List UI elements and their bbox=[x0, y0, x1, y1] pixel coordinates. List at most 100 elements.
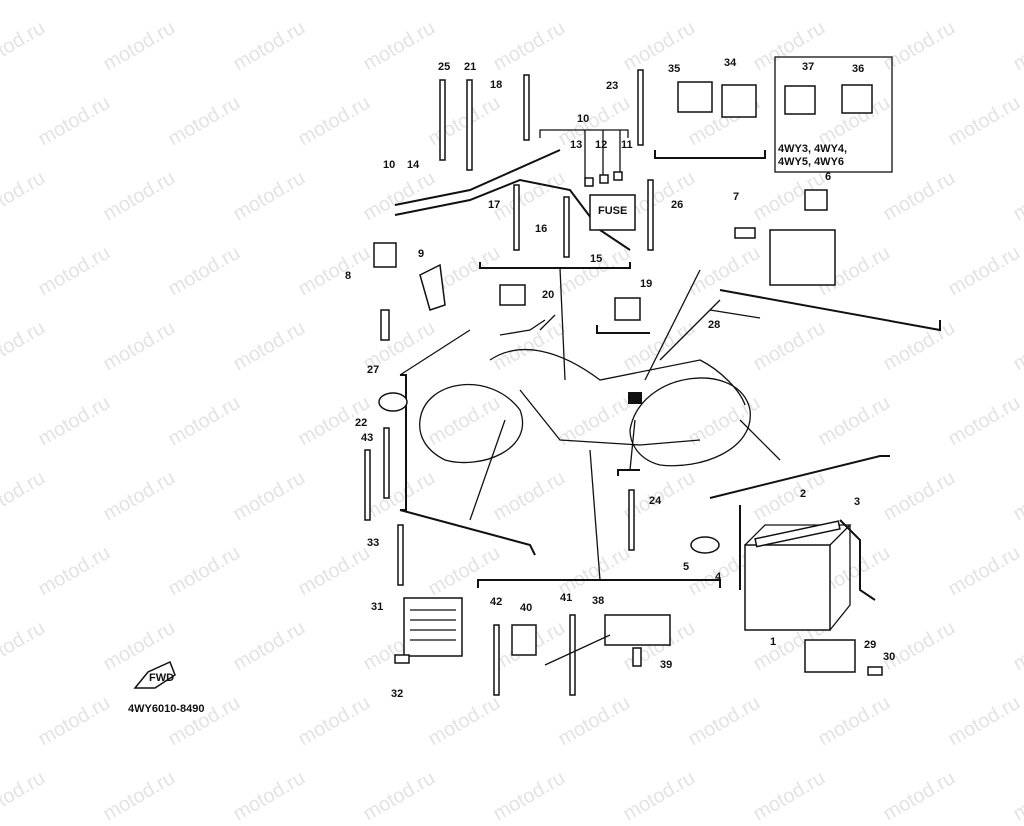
svg-text:8: 8 bbox=[345, 270, 351, 282]
watermark-text: motod.ru bbox=[359, 766, 440, 826]
clamp-20 bbox=[499, 284, 526, 306]
svg-text:10: 10 bbox=[383, 159, 395, 171]
fuse-11 bbox=[613, 171, 623, 181]
watermark-text: motod.ru bbox=[0, 766, 50, 826]
svg-text:40: 40 bbox=[520, 602, 532, 614]
cable-tie-24 bbox=[628, 489, 635, 551]
clamp-40 bbox=[511, 624, 537, 656]
svg-text:27: 27 bbox=[367, 364, 379, 376]
rectifier-regulator-31 bbox=[403, 597, 463, 657]
svg-text:32: 32 bbox=[391, 688, 403, 700]
watermark-text: motod.ru bbox=[1009, 766, 1024, 826]
svg-text:6: 6 bbox=[825, 171, 831, 183]
cable-tie-18 bbox=[523, 74, 530, 141]
front-arrow-icon: FWD bbox=[133, 660, 176, 689]
bolt-30 bbox=[867, 666, 883, 676]
svg-text:36: 36 bbox=[852, 63, 864, 75]
bolt-39 bbox=[632, 647, 642, 667]
svg-text:31: 31 bbox=[371, 601, 383, 613]
svg-text:11: 11 bbox=[621, 139, 633, 151]
watermark-text: motod.ru bbox=[879, 766, 960, 826]
callout-labels: 1 2 3 4 5 6 7 8 9 10 10 11 12 13 14 15 1… bbox=[345, 57, 895, 700]
cable-tie-21 bbox=[466, 79, 473, 171]
svg-text:19: 19 bbox=[640, 278, 652, 290]
cable-tie-23 bbox=[637, 69, 644, 146]
svg-text:3: 3 bbox=[854, 496, 860, 508]
battery-1 bbox=[744, 524, 852, 631]
watermark-text: motod.ru bbox=[749, 766, 830, 826]
switch-8-stem bbox=[380, 309, 390, 341]
svg-text:10: 10 bbox=[577, 113, 589, 125]
svg-text:20: 20 bbox=[542, 289, 554, 301]
diagram-code: 4WY6010-8490 bbox=[128, 703, 205, 715]
svg-text:21: 21 bbox=[464, 61, 476, 73]
variant-note-line-1: 4WY3, 4WY4, bbox=[778, 143, 848, 155]
cable-tie-42 bbox=[493, 624, 500, 696]
cable-tie-33 bbox=[397, 524, 404, 586]
watermark-text: motod.ru bbox=[619, 766, 700, 826]
svg-text:18: 18 bbox=[490, 79, 502, 91]
svg-text:7: 7 bbox=[733, 191, 739, 203]
watermark-text: motod.ru bbox=[489, 766, 570, 826]
motorcycle-outline bbox=[419, 314, 751, 467]
variant-note-line-2: 4WY5, 4WY6 bbox=[778, 156, 845, 168]
svg-text:15: 15 bbox=[590, 253, 602, 265]
svg-text:12: 12 bbox=[595, 139, 607, 151]
group-bracket-relays bbox=[654, 150, 766, 159]
clamp-19 bbox=[614, 297, 641, 321]
relay-35 bbox=[677, 81, 713, 113]
cable-tie-16 bbox=[563, 196, 570, 258]
svg-text:17: 17 bbox=[488, 199, 500, 211]
switch-8 bbox=[373, 242, 397, 268]
watermark-text: motod.ru bbox=[229, 766, 310, 826]
svg-text:FWD: FWD bbox=[149, 672, 174, 684]
cable-tie-22 bbox=[383, 427, 390, 499]
wire-harness bbox=[394, 149, 631, 251]
svg-text:16: 16 bbox=[535, 223, 547, 235]
fuse-box: FUSE bbox=[589, 194, 636, 231]
group-bracket-ignition bbox=[719, 289, 941, 332]
svg-text:39: 39 bbox=[660, 659, 672, 671]
cable-tie-41 bbox=[569, 614, 576, 696]
svg-text:35: 35 bbox=[668, 63, 680, 75]
group-bracket-24 bbox=[617, 469, 640, 476]
svg-text:24: 24 bbox=[649, 495, 662, 507]
battery-band-2 bbox=[754, 520, 841, 548]
cable-3 bbox=[839, 519, 876, 601]
cable-tie-43 bbox=[364, 449, 371, 521]
svg-text:38: 38 bbox=[592, 595, 604, 607]
group-bracket-bottom bbox=[477, 579, 721, 588]
svg-text:33: 33 bbox=[367, 537, 379, 549]
svg-text:14: 14 bbox=[407, 159, 420, 171]
main-switch-6 bbox=[769, 189, 836, 286]
svg-text:28: 28 bbox=[708, 319, 720, 331]
svg-text:22: 22 bbox=[355, 417, 367, 429]
svg-text:26: 26 bbox=[671, 199, 683, 211]
relay-36 bbox=[841, 84, 873, 114]
svg-text:29: 29 bbox=[864, 639, 876, 651]
svg-text:13: 13 bbox=[570, 139, 582, 151]
svg-text:34: 34 bbox=[724, 57, 737, 69]
svg-text:FUSE: FUSE bbox=[598, 205, 627, 217]
cable-tie-25 bbox=[439, 79, 446, 161]
variant-note: 4WY3, 4WY4, 4WY5, 4WY6 bbox=[778, 143, 847, 169]
wiring-parts-diagram: FUSE FWD bbox=[133, 56, 941, 700]
svg-text:9: 9 bbox=[418, 248, 424, 260]
group-bracket-regulator bbox=[399, 509, 536, 556]
svg-text:5: 5 bbox=[683, 561, 689, 573]
group-bracket-19 bbox=[596, 325, 650, 334]
svg-text:42: 42 bbox=[490, 596, 502, 608]
cable-28 bbox=[709, 309, 761, 319]
svg-text:1: 1 bbox=[770, 636, 776, 648]
svg-text:23: 23 bbox=[606, 80, 618, 92]
cable-tie-26 bbox=[647, 179, 654, 251]
svg-text:4: 4 bbox=[715, 571, 722, 583]
clamp-27 bbox=[378, 392, 408, 412]
svg-text:37: 37 bbox=[802, 61, 814, 73]
bolt-7 bbox=[734, 227, 756, 239]
svg-text:2: 2 bbox=[800, 488, 806, 500]
svg-text:43: 43 bbox=[361, 432, 373, 444]
clamp-5 bbox=[690, 536, 720, 554]
cable-tie-17 bbox=[513, 184, 520, 251]
relay-37 bbox=[784, 85, 816, 115]
